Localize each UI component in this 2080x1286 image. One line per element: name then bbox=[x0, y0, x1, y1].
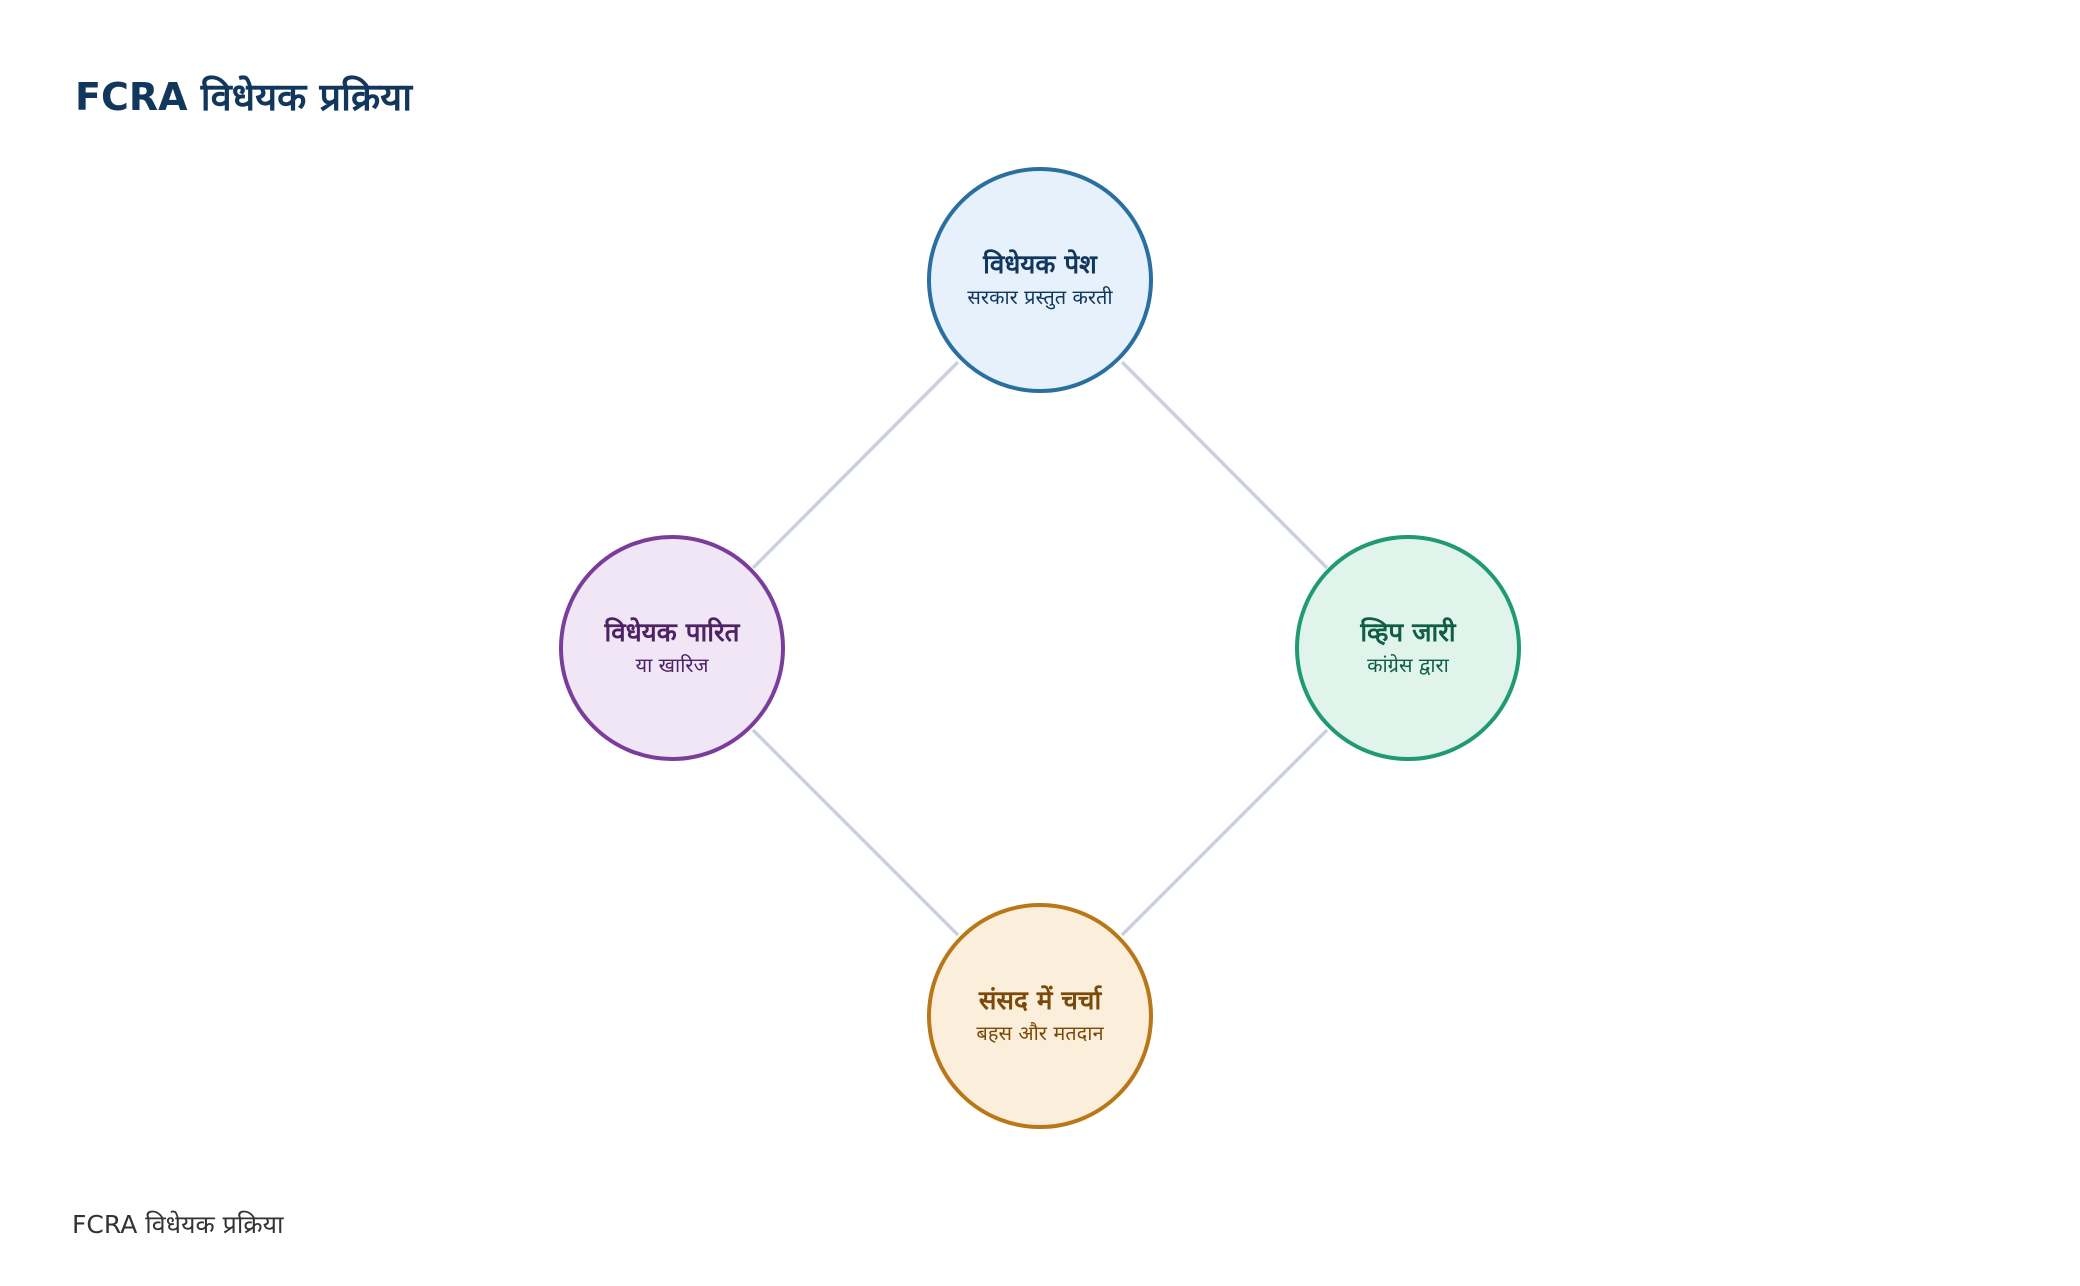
node-title: संसद में चर्चा bbox=[978, 986, 1102, 1016]
connector-top-right bbox=[1120, 360, 1329, 570]
node-subtitle: बहस और मतदान bbox=[976, 1021, 1104, 1045]
page-title: FCRA विधेयक प्रक्रिया bbox=[75, 75, 413, 119]
node-title: व्हिप जारी bbox=[1360, 618, 1456, 648]
node-title: विधेयक पेश bbox=[983, 250, 1097, 280]
node-parliament-debate[interactable]: संसद में चर्चा बहस और मतदान bbox=[927, 903, 1153, 1129]
node-title: विधेयक पारित bbox=[604, 618, 740, 648]
node-bill-introduced[interactable]: विधेयक पेश सरकार प्रस्तुत करती bbox=[927, 167, 1153, 393]
footer-caption: FCRA विधेयक प्रक्रिया bbox=[72, 1210, 284, 1239]
node-bill-passed[interactable]: विधेयक पारित या खारिज bbox=[559, 535, 785, 761]
node-subtitle: सरकार प्रस्तुत करती bbox=[967, 285, 1113, 309]
node-whip-issued[interactable]: व्हिप जारी कांग्रेस द्वारा bbox=[1295, 535, 1521, 761]
connector-right-bottom bbox=[1120, 728, 1329, 937]
connector-bottom-left bbox=[751, 728, 960, 937]
node-subtitle: या खारिज bbox=[635, 653, 709, 677]
connector-left-top bbox=[751, 360, 960, 570]
node-subtitle: कांग्रेस द्वारा bbox=[1367, 653, 1449, 677]
